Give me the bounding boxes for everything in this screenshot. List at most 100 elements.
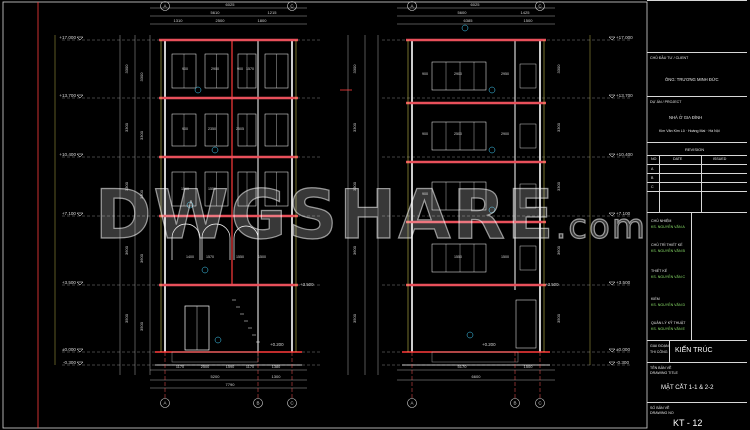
left-top-dim-1: 5610: [211, 10, 221, 15]
left-callout-2: [186, 201, 194, 209]
right-grid-bubble-a-label: A: [410, 401, 413, 406]
left-spot-0: +0.200: [270, 342, 284, 347]
client-cell: CHỦ ĐẦU TƯ / CLIENT ÔNG: TRƯƠNG MINH ĐỨC: [647, 52, 747, 96]
client-name: ÔNG: TRƯƠNG MINH ĐỨC: [665, 77, 719, 82]
right-top-dim-0: 6025: [471, 2, 481, 7]
right-bottom-dim-2: 6600: [472, 374, 482, 379]
right-height-b-2: 3300: [556, 181, 561, 191]
left-level-4: +3.500: [62, 280, 77, 285]
right-ground-door: [515, 299, 537, 349]
left-grid-top-a-label: A: [163, 4, 166, 9]
right-side-window-f1: [519, 123, 537, 149]
right-window-f2: [431, 181, 487, 211]
outer-border: [2, 1, 648, 429]
right-level-6: -0.300: [616, 360, 629, 365]
left-height-b-0: 3300: [139, 72, 144, 82]
sheet-number: KT - 12: [673, 418, 703, 428]
right-side-window-f2: [519, 183, 537, 209]
left-level-2-symbol: [76, 153, 84, 158]
left-grid-top-a: [160, 1, 170, 11]
left-top-dim-4: 2500: [216, 18, 226, 23]
watermark-suffix: .com: [555, 206, 648, 247]
right-room-dim-7: 1550: [454, 255, 462, 259]
left-arch-0: [171, 223, 201, 260]
right-level-3: +7.100: [616, 211, 631, 216]
role-3-name: KS. NGUYỄN VĂN C: [651, 275, 686, 279]
left-room-dim-12: 1500: [258, 255, 266, 259]
left-arch-2: [233, 225, 259, 260]
right-height-b-0: 3300: [556, 64, 561, 74]
role-4-name: KS. NGUYỄN VĂN D: [651, 303, 686, 307]
right-level-0-symbol: [608, 36, 616, 41]
right-level-1: +13.700: [616, 93, 633, 98]
left-callout-3: [201, 266, 209, 274]
revision-col-date: DATE: [673, 157, 683, 161]
right-height-b-3: 3600: [556, 245, 561, 255]
right-level-2: +10.400: [616, 152, 633, 157]
left-level-6-symbol: [76, 361, 84, 366]
right-callout-2: [488, 146, 496, 154]
right-level-1-symbol: [608, 94, 616, 99]
project-name: NHÀ Ở GIA ĐÌNH: [669, 115, 703, 120]
right-room-dim-3: 900: [422, 132, 428, 136]
right-window-f3: [431, 243, 487, 273]
drawing-title: MẶT CẮT 1-1 & 2-2: [661, 385, 714, 391]
right-top-dim-4: 1500: [524, 18, 534, 23]
left-bottom-row-2: 1590: [226, 365, 234, 369]
right-callout-4: [466, 331, 474, 339]
left-height-b-3: 3600: [139, 253, 144, 263]
left-level-3-symbol: [76, 212, 84, 217]
left-height-b-4: 3500: [139, 321, 144, 331]
left-bottom-dim-1: 1300: [272, 374, 282, 379]
right-callout-1: [488, 86, 496, 94]
client-label: CHỦ ĐẦU TƯ / CLIENT: [650, 56, 689, 60]
right-grid-bubble-b-label: B: [513, 401, 516, 406]
right-callout-0: [461, 24, 469, 32]
left-room-dim-9: 1400: [186, 255, 194, 259]
left-bottom-dim-0: 5200: [211, 374, 221, 379]
right-height-4: 3500: [352, 313, 357, 323]
right-side-window-f0: [519, 63, 537, 89]
left-grid-bubble-b-label: B: [256, 401, 259, 406]
left-callout-0: [194, 86, 202, 94]
right-callout-3: [488, 206, 496, 214]
role-4-label: KIỂM: [651, 297, 660, 301]
left-spot-1: +3.500: [300, 282, 314, 287]
left-bottom-row-4: 1380: [272, 365, 280, 369]
project-label: DỰ ÁN / PROJECT: [650, 100, 682, 104]
left-room-dim-7: 1560: [181, 187, 189, 191]
left-grid-bubble-a-label: A: [163, 401, 166, 406]
right-height-b-1: 3300: [556, 122, 561, 132]
left-height-b-1: 3300: [139, 130, 144, 140]
left-grid-bubble-c: [287, 398, 297, 408]
left-grid-top-c: [287, 1, 297, 11]
right-grid-bubble-c: [535, 398, 545, 408]
right-height-1: 3300: [352, 122, 357, 132]
right-room-dim-2: 2950: [501, 72, 509, 76]
right-grid-top-a-label: A: [410, 4, 413, 9]
left-level-1: +13.700: [59, 93, 76, 98]
right-spot-1: +3.500: [545, 282, 559, 287]
role-5-name: KS. NGUYỄN VĂN E: [651, 327, 685, 331]
right-level-4: +3.500: [616, 280, 631, 285]
right-room-dim-6: 900: [422, 192, 428, 196]
revision-col-issued: ISSUED: [713, 157, 727, 161]
right-spot-0: +0.200: [482, 342, 496, 347]
left-room-dim-3: 1570: [246, 67, 254, 71]
section-1-1: +17.000+13.700+10.400+7.100+3.500±0.000-…: [54, 1, 322, 408]
title-block: CHỦ ĐẦU TƯ / CLIENT ÔNG: TRƯƠNG MINH ĐỨC…: [647, 0, 747, 430]
project-cell: DỰ ÁN / PROJECT NHÀ Ở GIA ĐÌNH Kim Văn K…: [647, 96, 747, 142]
right-level-3-symbol: [608, 212, 616, 217]
left-height-4: 3500: [124, 313, 129, 323]
left-foundation: [171, 351, 259, 363]
left-height-1: 3300: [124, 122, 129, 132]
right-level-5: ±0.000: [616, 347, 630, 352]
sheet-no-label: SỐ BẢN VẼ: [650, 406, 670, 410]
sheet-no-sub: DRAWING NO: [650, 411, 674, 415]
right-top-dim-2: 1425: [521, 10, 531, 15]
right-height-2: 3300: [352, 181, 357, 191]
left-grid-bubble-c-label: C: [290, 401, 294, 406]
right-grid-bubble-a: [407, 398, 417, 408]
section-2-2: +17.000+13.700+10.400+7.100+3.500±0.000-…: [340, 1, 633, 408]
